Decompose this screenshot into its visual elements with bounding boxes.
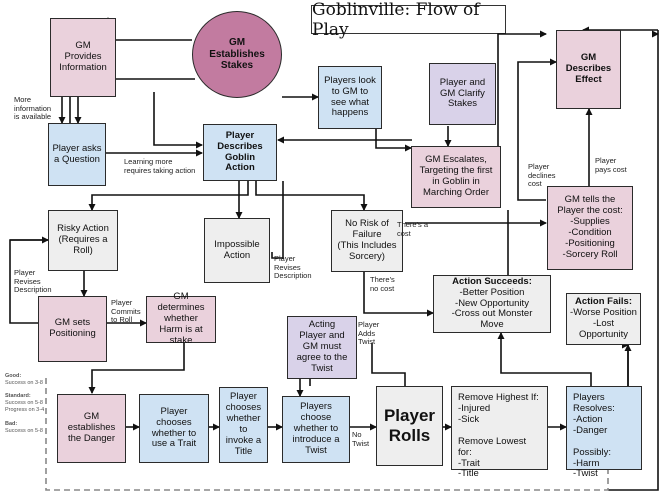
diagram-title: Goblinville: Flow of Play xyxy=(311,0,506,40)
player-rolls-node: Player Rolls xyxy=(376,386,443,466)
label-player-declines-cost: Player declines cost xyxy=(528,162,556,189)
gm-escalates-node: GM Escalates, Targeting the first in Gob… xyxy=(411,146,501,208)
label-learning-more: Learning more requires taking action xyxy=(124,157,196,175)
label-player-pays-cost: Player pays cost xyxy=(595,156,627,174)
gm-describes-effect-node: GM Describes Effect xyxy=(556,30,621,109)
legend-good-text: Success on 3-8 xyxy=(5,380,43,386)
action-succeeds-title: Action Succeeds: xyxy=(452,275,532,287)
gm-tells-cost-node: GM tells the Player the cost: -Supplies … xyxy=(547,186,633,270)
no-risk-of-failure-node: No Risk of Failure (This Includes Sorcer… xyxy=(331,210,403,272)
player-describes-goblin-action-node: Player Describes Goblin Action xyxy=(203,124,277,181)
action-succeeds-node: Action Succeeds: -Better Position -New O… xyxy=(433,275,551,333)
label-no-twist: No Twist xyxy=(352,430,370,448)
gm-establishes-stakes-node: GM Establishes Stakes xyxy=(192,11,282,98)
gm-determines-harm-node: GM determines whether Harm is at stake xyxy=(146,291,216,346)
player-use-trait-node: Player chooses whether to use a Trait xyxy=(139,394,209,463)
label-more-information: More information is available xyxy=(14,95,52,122)
gm-tells-cost-title: GM tells the Player the cost: xyxy=(557,194,623,217)
players-look-to-gm-node: Players look to GM to see what happens xyxy=(318,66,382,129)
label-player-adds-twist: Player Adds Twist xyxy=(358,320,380,347)
label-theres-no-cost: There's no cost xyxy=(370,275,395,293)
player-gm-clarify-stakes-node: Player and GM Clarify Stakes xyxy=(429,63,496,125)
action-fails-title: Action Fails: xyxy=(574,296,632,308)
remove-highest-lowest-node: Remove Highest If: -Injured -Sick Remove… xyxy=(451,386,548,479)
gm-provides-information-node: GM Provides Information xyxy=(50,18,116,97)
legend-bad-title: Bad: xyxy=(5,421,18,427)
label-player-revises-mid: Player Revises Description xyxy=(274,254,312,281)
players-resolves-node: Players Resolves: -Action -Danger Possib… xyxy=(566,386,642,479)
action-fails-node: Action Fails: -Worse Position -Lost Oppo… xyxy=(566,293,641,345)
legend-bad-text: Success on 5-8 xyxy=(5,428,43,434)
label-theres-a-cost: There's a cost xyxy=(397,220,429,238)
impossible-action-node: Impossible Action xyxy=(204,218,270,283)
gm-establishes-danger-node: GM establishes the Danger xyxy=(57,394,126,463)
legend-standard-text: Success on 5-8 Progress on 3-4 xyxy=(5,400,45,413)
risky-action-node: Risky Action (Requires a Roll) xyxy=(48,210,118,271)
action-fails-items: -Worse Position -Lost Opportunity xyxy=(570,307,637,340)
player-invoke-title-node: Player chooses whether to invoke a Title xyxy=(219,387,268,463)
gm-tells-cost-items: -Supplies -Condition -Positioning -Sorce… xyxy=(562,216,618,260)
legend-good-title: Good: xyxy=(5,373,22,379)
label-player-revises-left: Player Revises Description xyxy=(14,268,52,295)
label-player-commits: Player Commits to Roll xyxy=(111,298,141,325)
player-asks-question-node: Player asks a Question xyxy=(48,123,106,186)
action-succeeds-items: -Better Position -New Opportunity -Cross… xyxy=(451,286,533,331)
players-introduce-twist-node: Players choose whether to introduce a Tw… xyxy=(282,396,350,463)
gm-sets-positioning-node: GM sets Positioning xyxy=(38,296,107,362)
acting-player-agree-twist-node: Acting Player and GM must agree to the T… xyxy=(287,316,357,379)
legend-standard-title: Standard: xyxy=(5,393,31,399)
